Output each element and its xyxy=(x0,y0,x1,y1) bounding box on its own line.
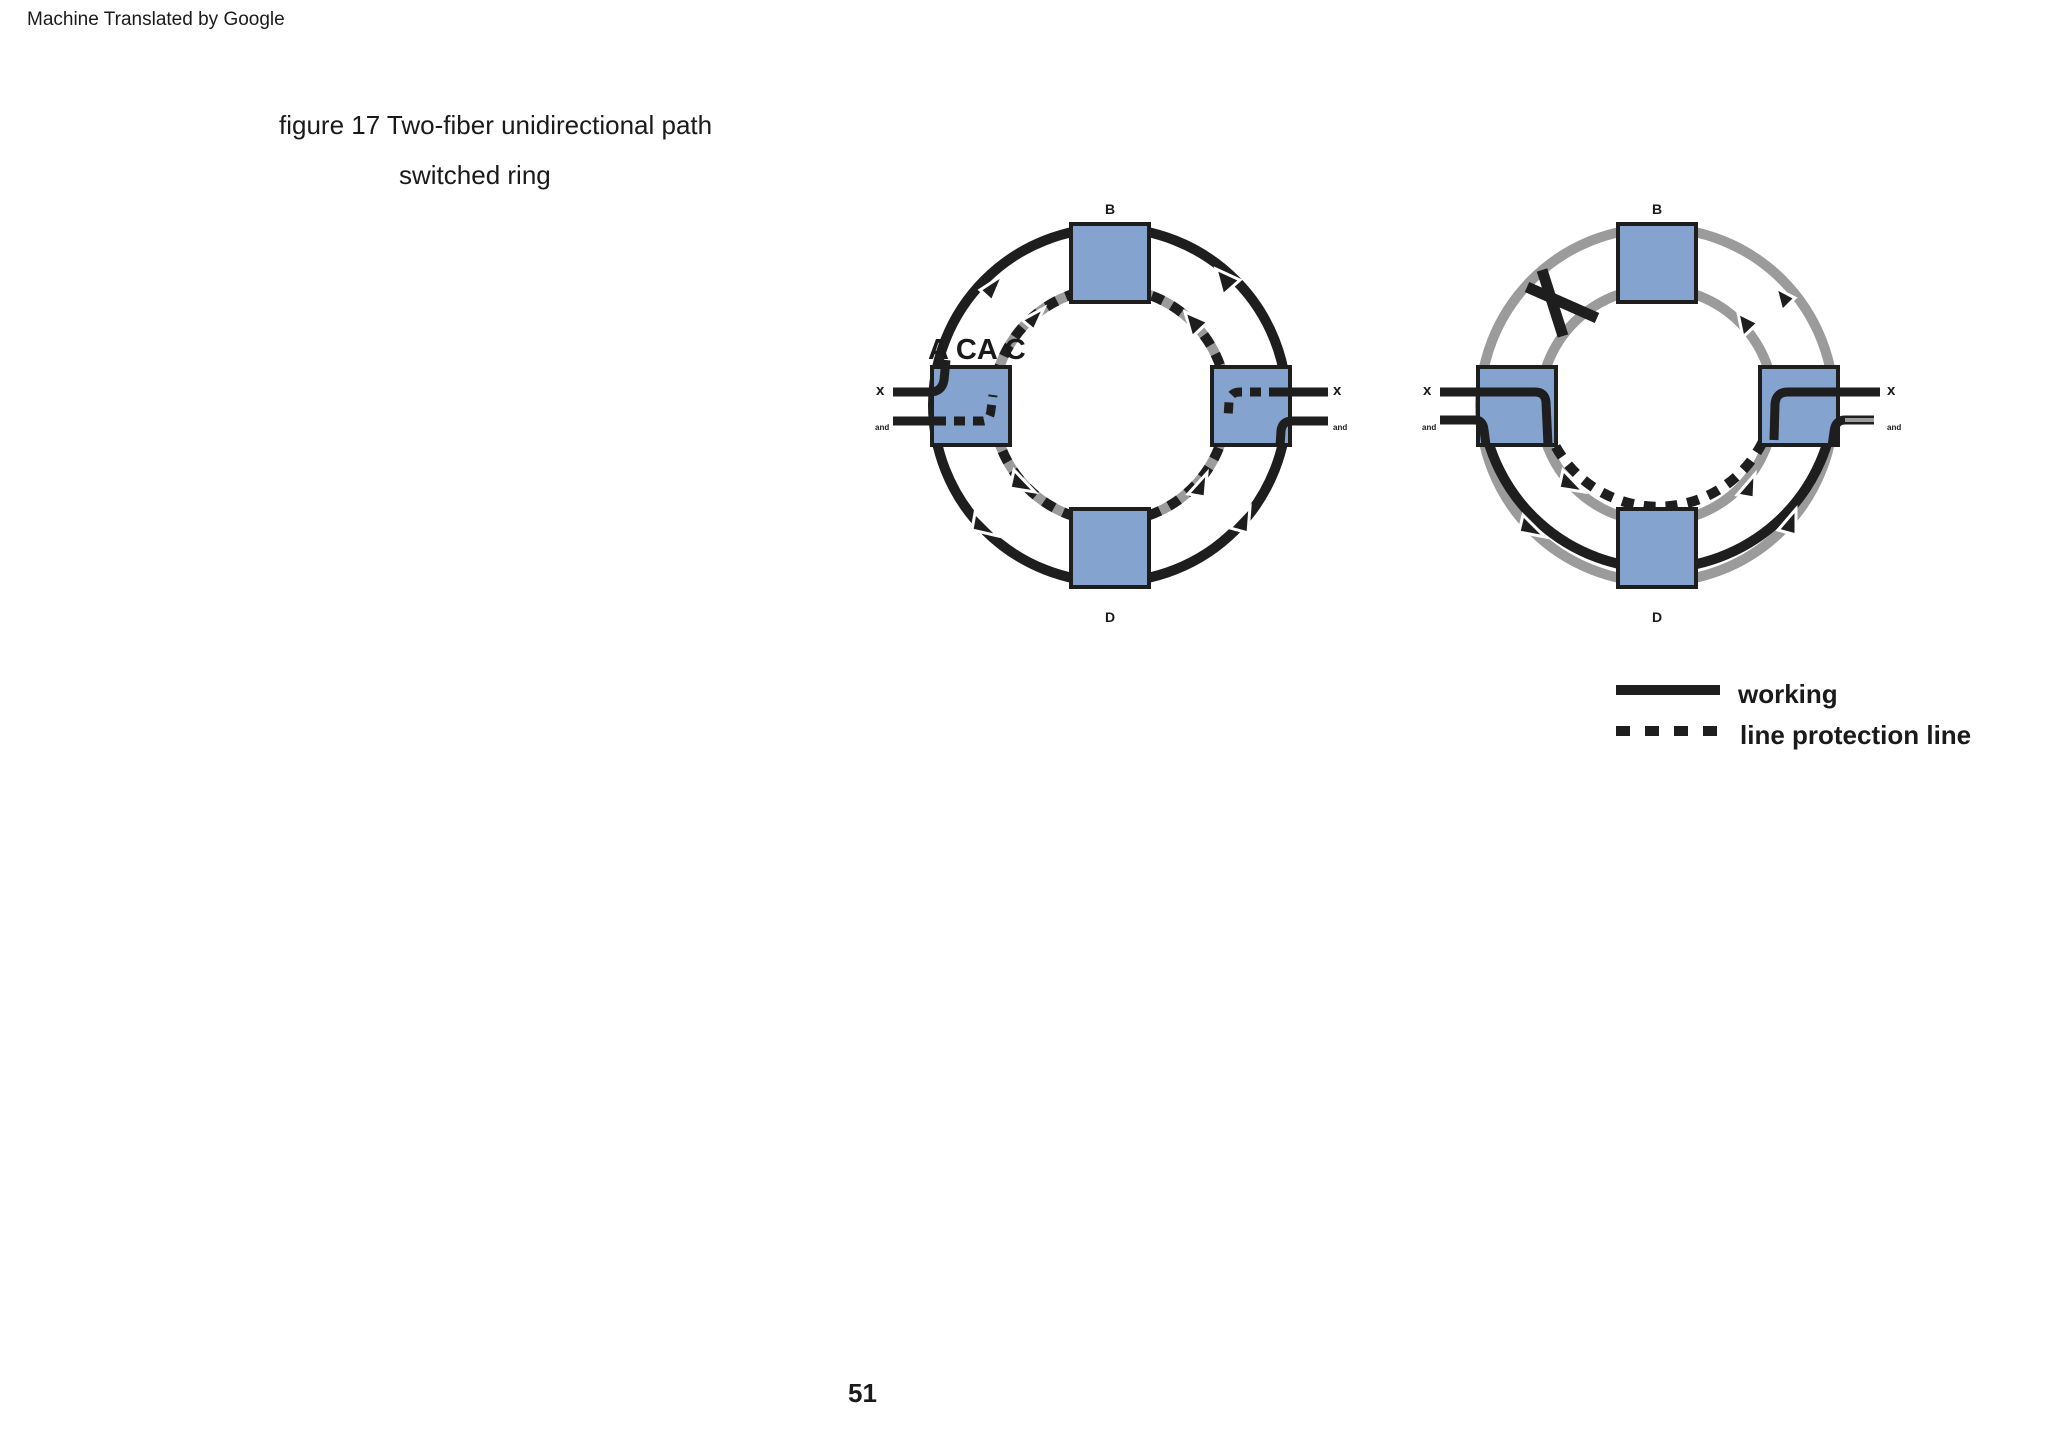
right-protection-path xyxy=(1537,404,1779,512)
left-outer-arrows xyxy=(970,266,1252,539)
legend xyxy=(1616,685,1720,736)
left-ring-node-d-label: D xyxy=(1105,609,1115,625)
right-ring-port-x-left: x xyxy=(1423,382,1432,399)
right-inner-arrows xyxy=(1557,310,1761,500)
right-ring-port-and-right: and xyxy=(1887,423,1901,432)
left-ring-port-x-left: x xyxy=(876,382,885,399)
right-left-trib-x xyxy=(1440,387,1553,446)
right-ring-node-d-label: D xyxy=(1652,609,1662,625)
fiber-cut-mark xyxy=(1524,268,1600,338)
left-ring-aca-label: A CA C xyxy=(928,334,1026,366)
left-ring-port-and-left: and xyxy=(875,423,889,432)
right-right-trib-x xyxy=(1769,387,1880,441)
left-inner-arrows xyxy=(1008,304,1211,499)
right-ring-port-x-right: x xyxy=(1887,382,1896,399)
left-ring-diagram: B D A CA C x and x and xyxy=(875,201,1347,625)
legend-working-label: working xyxy=(1738,679,1838,709)
left-trib-and-dashed xyxy=(935,394,998,426)
right-outer-arrows xyxy=(1517,285,1798,540)
left-node-b xyxy=(1069,222,1151,304)
right-ring-diagram: B D x and x and xyxy=(1422,201,1901,625)
left-ring-node-b-label: B xyxy=(1105,201,1115,217)
right-node-b xyxy=(1616,222,1698,304)
right-node-d xyxy=(1616,507,1698,589)
left-trib-x-line xyxy=(893,359,951,397)
right-left-trib-and xyxy=(1440,415,1491,446)
figure-title-line-2: switched ring xyxy=(399,160,551,190)
left-node-d xyxy=(1069,507,1151,589)
right-ring-port-and-left: and xyxy=(1422,423,1436,432)
right-trib-x-dashed xyxy=(1223,387,1280,419)
right-trib-and-line xyxy=(1275,416,1328,447)
figure-title-line-1: figure 17 Two-fiber unidirectional path xyxy=(279,110,713,140)
right-ring-node-b-label: B xyxy=(1652,201,1662,217)
machine-translation-note: Machine Translated by Google xyxy=(27,9,285,30)
left-ring-port-and-right: and xyxy=(1333,423,1347,432)
left-ring-port-x-right: x xyxy=(1333,382,1342,399)
legend-protection-label: line protection line xyxy=(1740,720,1972,750)
page-number: 51 xyxy=(848,1378,877,1408)
right-right-trib-and xyxy=(1827,415,1874,447)
